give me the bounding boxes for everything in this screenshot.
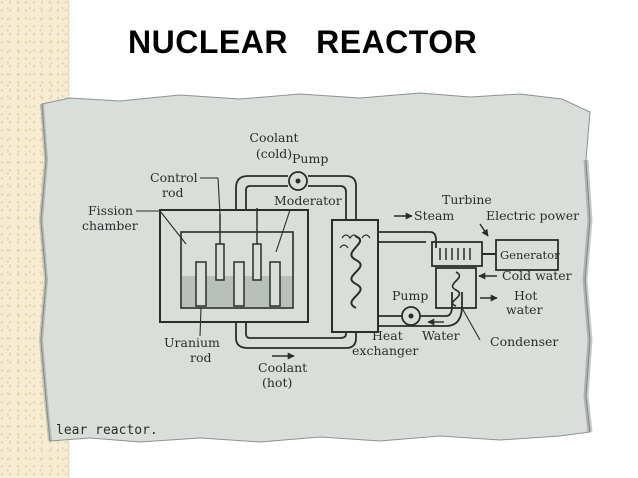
slide-title: NUCLEAR REACTOR <box>128 24 478 60</box>
heat-exchanger <box>331 219 379 333</box>
coolant-loop <box>235 175 357 349</box>
arrow-electric <box>479 223 489 237</box>
label-hot-water: Hot <box>514 288 537 303</box>
uranium-rod <box>195 261 207 307</box>
label-coolant-cold-sub: (cold) <box>256 146 292 161</box>
label-electric-power: Electric power <box>486 208 579 223</box>
label-steam: Steam <box>414 208 454 223</box>
secondary-loop <box>378 231 463 327</box>
label-turbine: Turbine <box>442 192 492 207</box>
label-pump-top: Pump <box>292 151 328 166</box>
label-fission-chamber: Fission <box>88 203 133 218</box>
uranium-rod <box>233 261 245 307</box>
label-coolant-hot: Coolant <box>258 360 307 375</box>
condenser <box>435 267 477 309</box>
label-moderator: Moderator <box>274 193 342 208</box>
photo-paper <box>40 92 591 443</box>
label-cold-water: Cold water <box>502 268 572 283</box>
leader-lines <box>136 177 481 341</box>
label-control-rod-sub: rod <box>162 185 184 200</box>
label-heat-exchanger-sub: exchanger <box>352 343 418 358</box>
photo-edge-dark <box>38 103 52 442</box>
label-heat-exchanger: Heat <box>372 328 403 343</box>
label-coolant-hot-sub: (hot) <box>262 375 292 390</box>
figure-caption: lear reactor. <box>56 423 158 438</box>
uranium-rods <box>195 261 281 307</box>
label-fission-chamber-sub: chamber <box>82 218 138 233</box>
label-coolant-cold: Coolant <box>249 130 298 145</box>
control-rod <box>215 243 225 281</box>
label-condenser: Condenser <box>490 334 558 349</box>
label-uranium-rod: Uranium <box>164 335 220 350</box>
label-hot-water-sub: water <box>506 302 543 317</box>
generator <box>495 239 559 271</box>
label-pump-bottom: Pump <box>392 288 428 303</box>
flow-arrows <box>272 212 498 360</box>
photo-edge-shadow <box>582 159 593 433</box>
label-control-rod: Control <box>150 170 198 185</box>
label-water: Water <box>422 328 460 343</box>
turbine <box>431 241 496 267</box>
label-generator: Generator <box>500 248 560 262</box>
uranium-rod <box>269 261 281 307</box>
control-rods <box>215 208 262 281</box>
moderator-rod <box>252 243 262 281</box>
label-uranium-rod-sub: rod <box>190 350 212 365</box>
